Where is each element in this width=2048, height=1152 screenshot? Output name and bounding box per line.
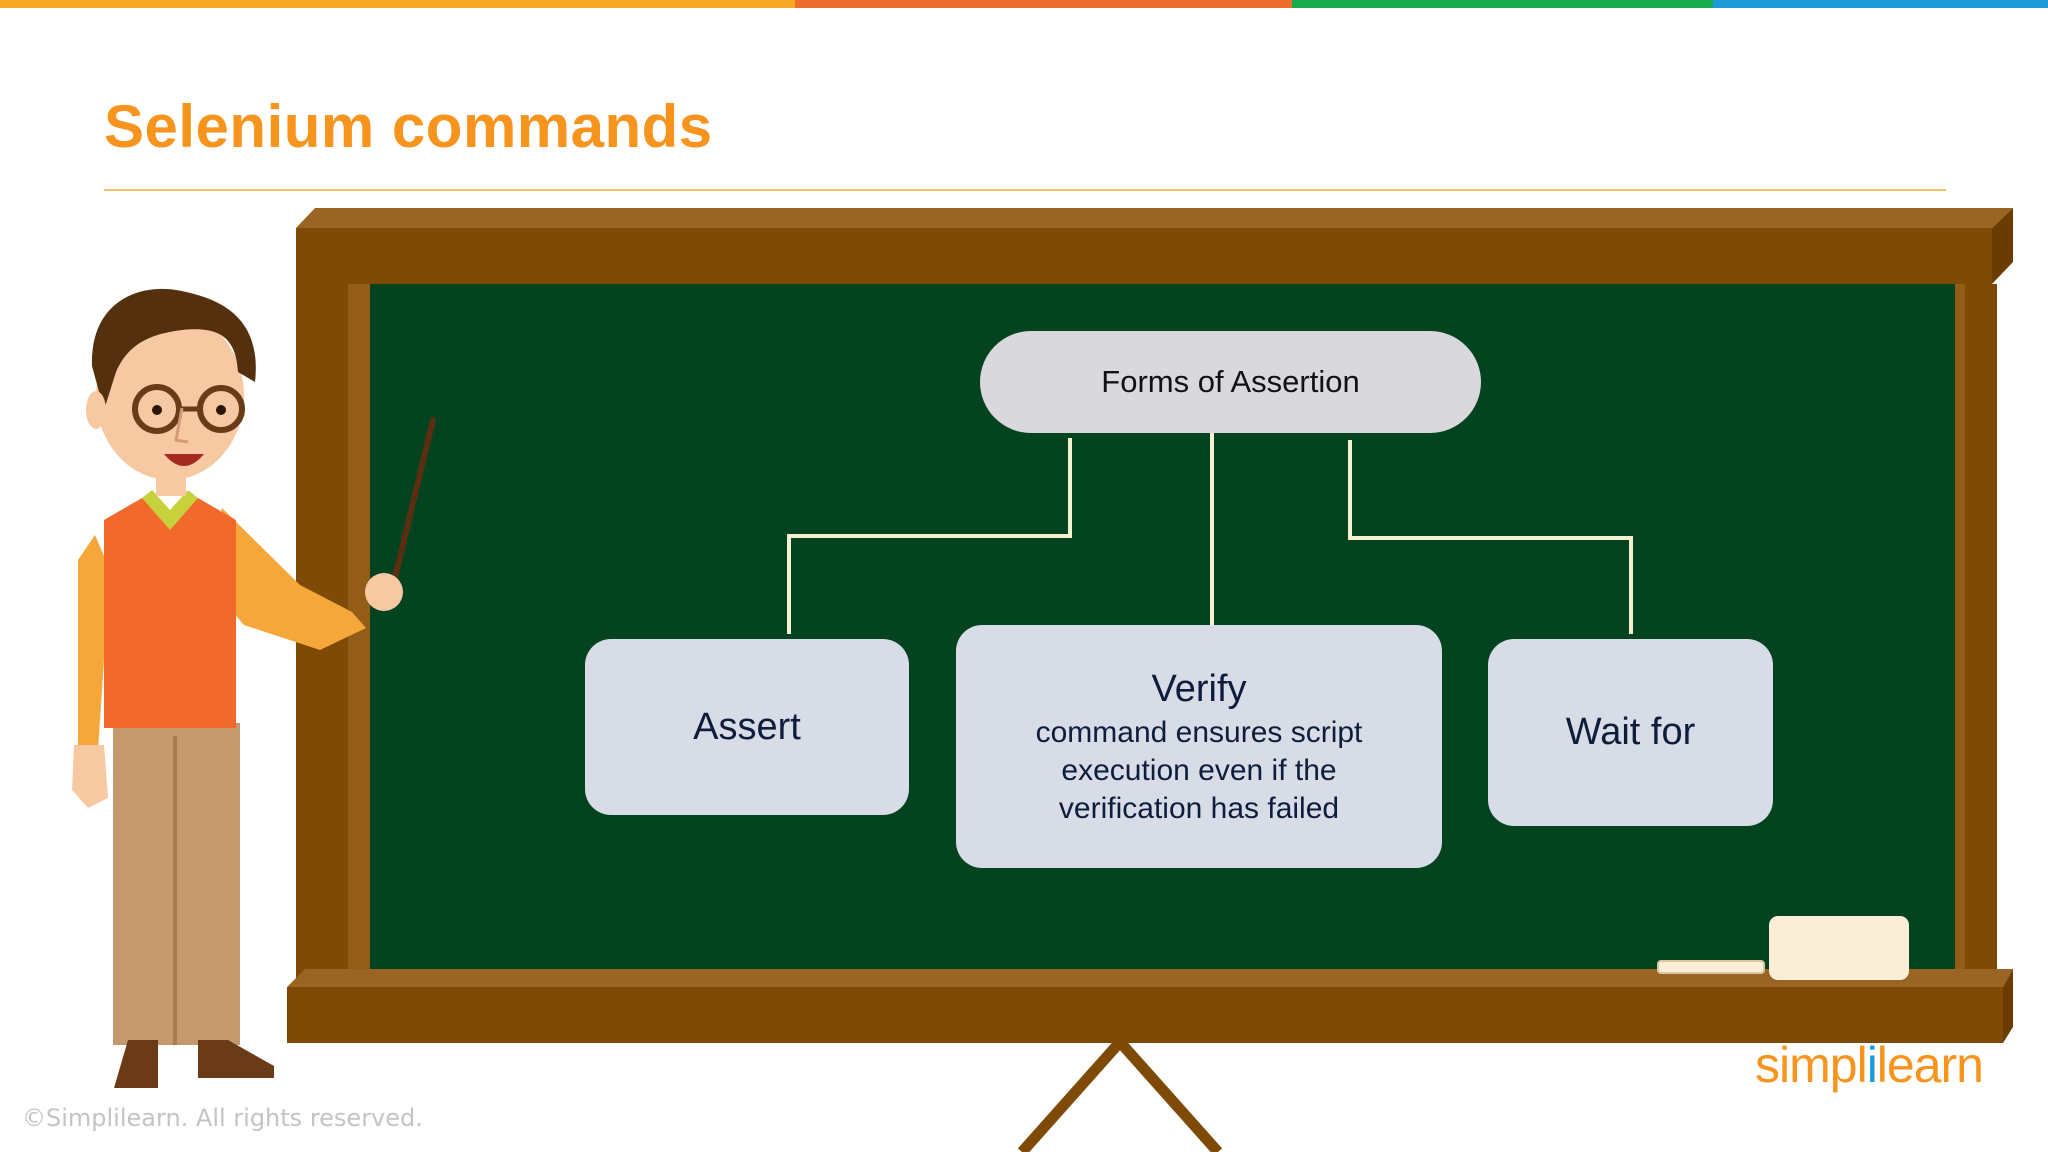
- slide-title: Selenium commands: [104, 93, 713, 160]
- node-verify-description: command ensures script execution even if…: [1035, 715, 1363, 825]
- simplilearn-logo: simplilearn: [1755, 1036, 1984, 1094]
- teacher-illustration: [72, 288, 436, 1088]
- logo-text-learn: learn: [1876, 1037, 1984, 1093]
- root-node-label: Forms of Assertion: [1101, 364, 1360, 399]
- top-bar-segment-orange: [0, 0, 795, 8]
- logo-text-i: i: [1866, 1037, 1878, 1093]
- chalkboard-ledge: [287, 969, 2013, 1043]
- pointer-stick: [389, 417, 436, 593]
- node-verify: Verify command ensures script execution …: [956, 625, 1442, 868]
- top-bar-segment-blue: [1713, 0, 2048, 8]
- diagram-connectors: [787, 433, 1633, 634]
- top-bar-segment-red: [795, 0, 1292, 8]
- copyright-footer: ©Simplilearn. All rights reserved.: [22, 1104, 423, 1132]
- logo-text-simpl: simpl: [1755, 1037, 1868, 1093]
- node-wait-for: Wait for: [1488, 639, 1773, 826]
- node-assert: Assert: [585, 639, 909, 815]
- title-underline: [104, 189, 1946, 191]
- root-node-forms-of-assertion: Forms of Assertion: [980, 331, 1481, 433]
- top-color-bar: [0, 0, 2048, 8]
- eraser: [1769, 916, 1909, 980]
- chalk-stick: [1657, 960, 1765, 974]
- easel-stand: [1017, 1038, 1223, 1152]
- node-wait-for-label: Wait for: [1565, 711, 1696, 753]
- top-bar-segment-green: [1292, 0, 1713, 8]
- node-verify-label: Verify: [1151, 667, 1247, 710]
- node-assert-label: Assert: [693, 705, 801, 748]
